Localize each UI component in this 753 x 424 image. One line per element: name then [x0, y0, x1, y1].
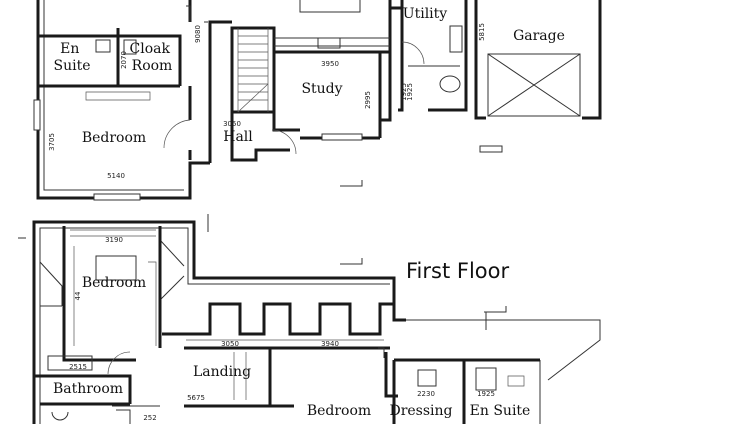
- dim-ff-bath-width: 2515: [69, 363, 87, 371]
- ground-floor-plan: En Suite Cloak Room Bedroom Hall Study U…: [33, 0, 602, 201]
- bathroom-bath: [47, 355, 93, 371]
- first-floor-plan: First Floor Bedroom Bathr: [18, 214, 601, 424]
- study-window: [321, 133, 363, 141]
- first-floor-inner-line: [39, 227, 390, 424]
- dim-ff-dressing-width: 2230: [417, 390, 435, 398]
- label-bedroom: Bedroom: [82, 130, 146, 146]
- bathroom-wall: [34, 374, 132, 406]
- utility-door-arc: [401, 41, 425, 65]
- ensuite-shower: [475, 367, 497, 391]
- dim-bedroom-depth: 3705: [48, 133, 56, 151]
- dim-utility-a: 1925: [400, 83, 408, 101]
- roof-hip-right: [406, 319, 601, 424]
- dim-bedroom-width: 5140: [107, 172, 125, 180]
- hall-door-arc: [271, 129, 297, 155]
- landing-wall: [184, 346, 390, 408]
- label-cloak-room-line1: Cloak: [130, 41, 171, 57]
- ensuite-basin: [507, 375, 525, 387]
- dressing-wardrobe: [417, 369, 437, 387]
- first-floor-outer-wall: [32, 220, 406, 424]
- utility-fixtures: [408, 25, 463, 93]
- bedroom-interior: [70, 229, 157, 346]
- label-ff-landing: Landing: [193, 364, 251, 380]
- ff-section-marker-2: [484, 306, 507, 330]
- landing-dormers: [162, 302, 394, 336]
- dim-study-depth: 2995: [364, 91, 372, 109]
- label-ff-en-suite: En Suite: [470, 403, 531, 419]
- dim-upper-left: 9080: [194, 25, 202, 43]
- ff-section-marker-1: [340, 258, 363, 265]
- roof-hip-left: [39, 261, 63, 307]
- en-suite-wall: [38, 28, 182, 88]
- hall-wall: [208, 20, 390, 163]
- dim-ff-lower-left: 252: [143, 414, 156, 422]
- garage-wall: [474, 0, 602, 120]
- garage-window: [479, 145, 503, 153]
- dim-hall-width: 3050: [223, 120, 241, 128]
- roof-hip-mid: [159, 239, 185, 301]
- bedroom-window: [93, 193, 141, 201]
- label-study: Study: [301, 81, 342, 97]
- label-en-suite-line1: En: [60, 41, 79, 57]
- dim-ff-landing-b: 3940: [321, 340, 339, 348]
- kitchen-sink: [317, 37, 341, 49]
- bedroom-bed: [95, 255, 137, 281]
- first-floor-title: First Floor: [406, 259, 509, 283]
- label-ff-bathroom: Bathroom: [53, 381, 123, 397]
- dressing-wall: [384, 352, 540, 424]
- label-hall: Hall: [223, 129, 253, 145]
- stair-treads: [237, 28, 269, 113]
- label-ff-dressing: Dressing: [389, 403, 452, 419]
- label-en-suite-line2: Suite: [54, 58, 91, 74]
- ff-section-marker-4: [378, 347, 385, 358]
- kitchen-counter: [274, 0, 390, 47]
- label-ff-bedroom: Bedroom: [82, 275, 146, 291]
- study-wall: [300, 0, 392, 140]
- dim-utility-b: 1925: [406, 83, 414, 101]
- bedroom-bay: [85, 91, 151, 101]
- cloak-room-fixtures: [95, 39, 137, 55]
- section-marker-2: [186, 5, 208, 23]
- dim-study-width: 3950: [321, 60, 339, 68]
- label-en-suite: En Suite: [54, 41, 91, 74]
- lower-left-fixtures: [51, 405, 160, 424]
- left-window: [33, 99, 41, 131]
- dim-ff-landing-c: 5675: [187, 394, 205, 402]
- garage-door: [487, 53, 581, 117]
- ground-floor-outer-wall: [36, 0, 210, 200]
- utility-wall: [390, 0, 468, 112]
- dim-ff-bedroom-width: 3190: [105, 236, 123, 244]
- bedroom-door-arc: [163, 119, 191, 149]
- bedroom-wall: [62, 226, 162, 362]
- ff-section-marker-3: [18, 214, 209, 239]
- label-cloak-room-line2: Room: [132, 58, 173, 74]
- dim-ff-landing-a: 3050: [221, 340, 239, 348]
- label-ff-bedroom-2: Bedroom: [307, 403, 371, 419]
- dim-cloak-width: 2070: [120, 51, 128, 69]
- label-garage: Garage: [513, 28, 565, 44]
- label-cloak-room: Cloak Room: [130, 41, 175, 74]
- label-utility: Utility: [403, 6, 447, 22]
- dim-garage-depth: 5815: [478, 23, 486, 41]
- dim-ff-bedroom-depth: 44: [74, 291, 82, 300]
- landing-rail: [186, 339, 384, 400]
- ground-floor-inner-line: [43, 0, 184, 191]
- bathroom-door-arc: [107, 351, 131, 375]
- dim-ff-ensuite-width: 1925: [477, 390, 495, 398]
- section-marker-1: [340, 180, 363, 187]
